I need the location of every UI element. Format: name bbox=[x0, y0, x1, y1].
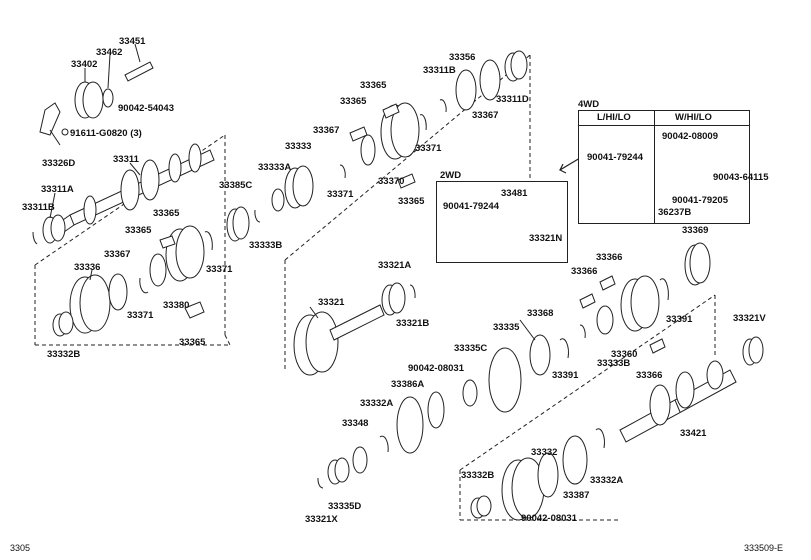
part-label: 33367 bbox=[104, 249, 131, 260]
part-label: 36237B bbox=[658, 207, 692, 218]
part-label: 33333B bbox=[249, 240, 283, 251]
part-label: 90042-08031 bbox=[408, 363, 464, 374]
part-label: 33332A bbox=[360, 398, 394, 409]
part-label: 33366 bbox=[596, 252, 623, 263]
part-label: 33365 bbox=[398, 196, 425, 207]
part-label: 33311D bbox=[496, 94, 529, 105]
part-label: 33371 bbox=[127, 310, 154, 321]
part-label: 90042-08031 bbox=[521, 513, 577, 524]
part-label: 90041-79205 bbox=[672, 195, 728, 206]
part-label: 90042-54043 bbox=[118, 103, 174, 114]
part-label: 33335C bbox=[454, 343, 488, 354]
footer-left: 3305 bbox=[10, 543, 31, 553]
part-label: 33333B bbox=[597, 358, 631, 369]
part-label: 33321B bbox=[396, 318, 430, 329]
part-label: 33371 bbox=[327, 189, 354, 200]
part-label: 33332A bbox=[590, 475, 624, 486]
part-label: 33371 bbox=[206, 264, 233, 275]
part-label: 33333 bbox=[285, 141, 312, 152]
part-label: 33367 bbox=[472, 110, 499, 121]
variant-4wd-col1: L/HI/LO bbox=[597, 112, 631, 123]
part-label: 33462 bbox=[96, 47, 123, 58]
part-label: 33333A bbox=[258, 162, 292, 173]
variant-4wd-col2: W/HI/LO bbox=[675, 112, 712, 123]
part-label: 33360 bbox=[611, 349, 638, 360]
part-label: 33366 bbox=[571, 266, 598, 277]
part-label: 33365 bbox=[179, 337, 206, 348]
part-label: 33365 bbox=[340, 96, 367, 107]
part-label: 33321A bbox=[378, 260, 412, 271]
part-label: 33332B bbox=[47, 349, 81, 360]
part-label: 33481 bbox=[501, 188, 528, 199]
part-label: 33365 bbox=[153, 208, 180, 219]
part-label: 91611-G0820 (3) bbox=[70, 128, 142, 139]
part-label: 33335 bbox=[493, 322, 520, 333]
part-label: 33321V bbox=[733, 313, 766, 324]
part-label: 33391 bbox=[666, 314, 693, 325]
part-label: 33321 bbox=[318, 297, 345, 308]
part-label: 33365 bbox=[125, 225, 152, 236]
part-label: 33387 bbox=[563, 490, 590, 501]
part-label: 33366 bbox=[636, 370, 663, 381]
part-label: 90043-64115 bbox=[713, 172, 769, 183]
part-label: 33380 bbox=[163, 300, 190, 311]
part-label: 33368 bbox=[527, 308, 554, 319]
part-label: 33386A bbox=[391, 379, 425, 390]
part-label: 33332B bbox=[461, 470, 495, 481]
part-label: 33369 bbox=[682, 225, 709, 236]
variant-2wd-title: 2WD bbox=[440, 170, 462, 181]
variant-4wd-box bbox=[578, 110, 750, 224]
part-label: 33311B bbox=[423, 65, 456, 76]
part-label: 33348 bbox=[342, 418, 369, 429]
part-label: 33367 bbox=[313, 125, 340, 136]
part-label: 33402 bbox=[71, 59, 98, 70]
part-label: 33371 bbox=[415, 143, 442, 154]
part-label: 33356 bbox=[449, 52, 476, 63]
part-label: 33311A bbox=[41, 184, 74, 195]
part-label: 33336 bbox=[74, 262, 101, 273]
part-label: 33311B bbox=[22, 202, 55, 213]
variant-2wd-box bbox=[436, 181, 568, 263]
part-label: 33451 bbox=[119, 36, 146, 47]
part-label: 33332 bbox=[531, 447, 558, 458]
part-label: 90041-79244 bbox=[443, 201, 499, 212]
part-label: 33311 bbox=[113, 154, 139, 165]
part-label: 33370 bbox=[378, 176, 405, 187]
part-label: 33421 bbox=[680, 428, 707, 439]
part-label: 33321X bbox=[305, 514, 338, 525]
variant-4wd-title: 4WD bbox=[578, 99, 600, 110]
part-label: 33385C bbox=[219, 180, 253, 191]
part-label: 33391 bbox=[552, 370, 579, 381]
footer-right: 333509-E bbox=[744, 543, 784, 553]
part-label: 33326D bbox=[42, 158, 76, 169]
part-label: 90042-08009 bbox=[662, 131, 718, 142]
part-label: 90041-79244 bbox=[587, 152, 643, 163]
part-label: 33321N bbox=[529, 233, 563, 244]
part-label: 33365 bbox=[360, 80, 387, 91]
part-label: 33335D bbox=[328, 501, 362, 512]
